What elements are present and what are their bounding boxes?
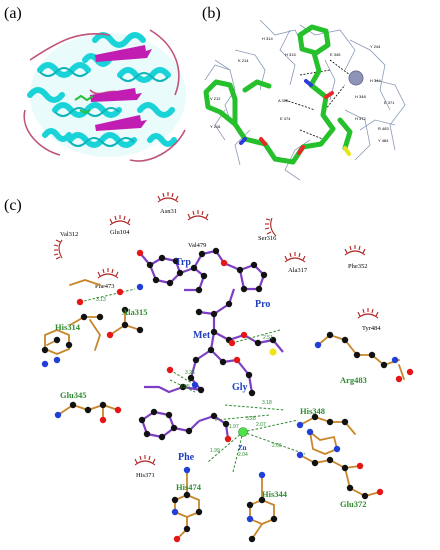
- svg-text:H 344: H 344: [370, 78, 381, 83]
- svg-text:Y 484: Y 484: [378, 138, 389, 143]
- svg-text:E 371: E 371: [384, 100, 395, 105]
- svg-text:E 345: E 345: [330, 52, 341, 57]
- svg-text:2.95: 2.95: [180, 384, 190, 390]
- label-val312: Val312: [60, 231, 78, 238]
- ligand-bonds: [139, 249, 284, 440]
- svg-text:2.51: 2.51: [263, 335, 273, 341]
- svg-text:Y 216: Y 216: [210, 124, 221, 129]
- label-val479: Val479: [188, 242, 206, 249]
- label-ala315: Ala315: [122, 307, 148, 317]
- svg-text:H 315: H 315: [285, 52, 296, 57]
- svg-text:2.06: 2.06: [272, 443, 282, 449]
- svg-text:H 348: H 348: [355, 94, 366, 99]
- panel-b: (b): [202, 5, 406, 181]
- sulfur-atom-icon: [269, 348, 277, 356]
- svg-text:1.99: 1.99: [210, 448, 220, 454]
- label-his344: His344: [262, 489, 288, 499]
- hbond-residue-labels: His314 Ala315 Glu345 Arg483 His348 His47…: [55, 307, 367, 509]
- label-ala317: Ala317: [288, 267, 308, 274]
- svg-text:H 314: H 314: [262, 36, 273, 41]
- label-glu345: Glu345: [60, 390, 86, 400]
- label-phe473: Phe473: [95, 283, 115, 290]
- label-ser316: Ser316: [258, 235, 277, 242]
- hydrophobic-residue-labels: Asn31 Glu104 Val312 Val479 Ser316 Phe473…: [60, 208, 381, 479]
- svg-text:R 483: R 483: [378, 126, 389, 131]
- panel-c-label: (c): [4, 197, 22, 214]
- label-met: Met: [193, 330, 211, 341]
- svg-text:3.25: 3.25: [185, 370, 195, 376]
- atoms: [41, 247, 414, 543]
- svg-text:2.04: 2.04: [238, 452, 248, 458]
- label-arg483: Arg483: [340, 375, 367, 385]
- label-glu104: Glu104: [110, 229, 130, 236]
- ligand-sticks: [203, 24, 353, 165]
- label-trp: Trp: [175, 257, 191, 268]
- panel-b-label: (b): [202, 5, 221, 22]
- svg-text:A 315: A 315: [278, 98, 289, 103]
- panel-a-label: (a): [4, 5, 22, 22]
- label-tyr484: Tyr484: [362, 325, 381, 332]
- svg-text:2.07: 2.07: [256, 422, 266, 428]
- label-phe352: Phe352: [348, 263, 368, 270]
- svg-text:Y 244: Y 244: [370, 44, 381, 49]
- svg-text:3.28: 3.28: [246, 416, 256, 422]
- label-zn: Zn: [238, 444, 247, 452]
- label-his348: His348: [300, 406, 325, 416]
- hydrophobic-contact-icons: [53, 192, 379, 466]
- label-his314: His314: [55, 322, 81, 332]
- ligand-residue-labels: Trp Pro Met Gly Phe Zn: [175, 257, 270, 463]
- label-glu372: Glu372: [340, 499, 366, 509]
- svg-text:V 212: V 212: [210, 96, 221, 101]
- label-phe: Phe: [178, 452, 195, 463]
- svg-text:1.97: 1.97: [229, 424, 239, 430]
- label-pro: Pro: [255, 299, 270, 310]
- label-his474: His474: [176, 482, 202, 492]
- distance-labels: 3.13 2.51 3.25 2.95 3.18 3.28 1.97 2.07 …: [96, 297, 282, 458]
- svg-text:E 474: E 474: [280, 116, 291, 121]
- svg-text:K 214: K 214: [238, 58, 249, 63]
- label-gly: Gly: [232, 382, 248, 393]
- svg-text:3.18: 3.18: [262, 400, 272, 406]
- zinc-ion-icon: [238, 427, 248, 437]
- svg-text:3.13: 3.13: [96, 297, 106, 303]
- zinc-sphere-icon: [348, 70, 364, 86]
- panel-c: (c) Asn31 Glu104 Val3: [4, 192, 414, 543]
- svg-text:H 372: H 372: [355, 116, 366, 121]
- protein-ribbon: [23, 29, 186, 162]
- panel-a: (a): [4, 5, 186, 162]
- hydrogen-bond-lines: [79, 288, 306, 473]
- label-his371: His371: [136, 472, 155, 479]
- label-asn31: Asn31: [160, 208, 177, 215]
